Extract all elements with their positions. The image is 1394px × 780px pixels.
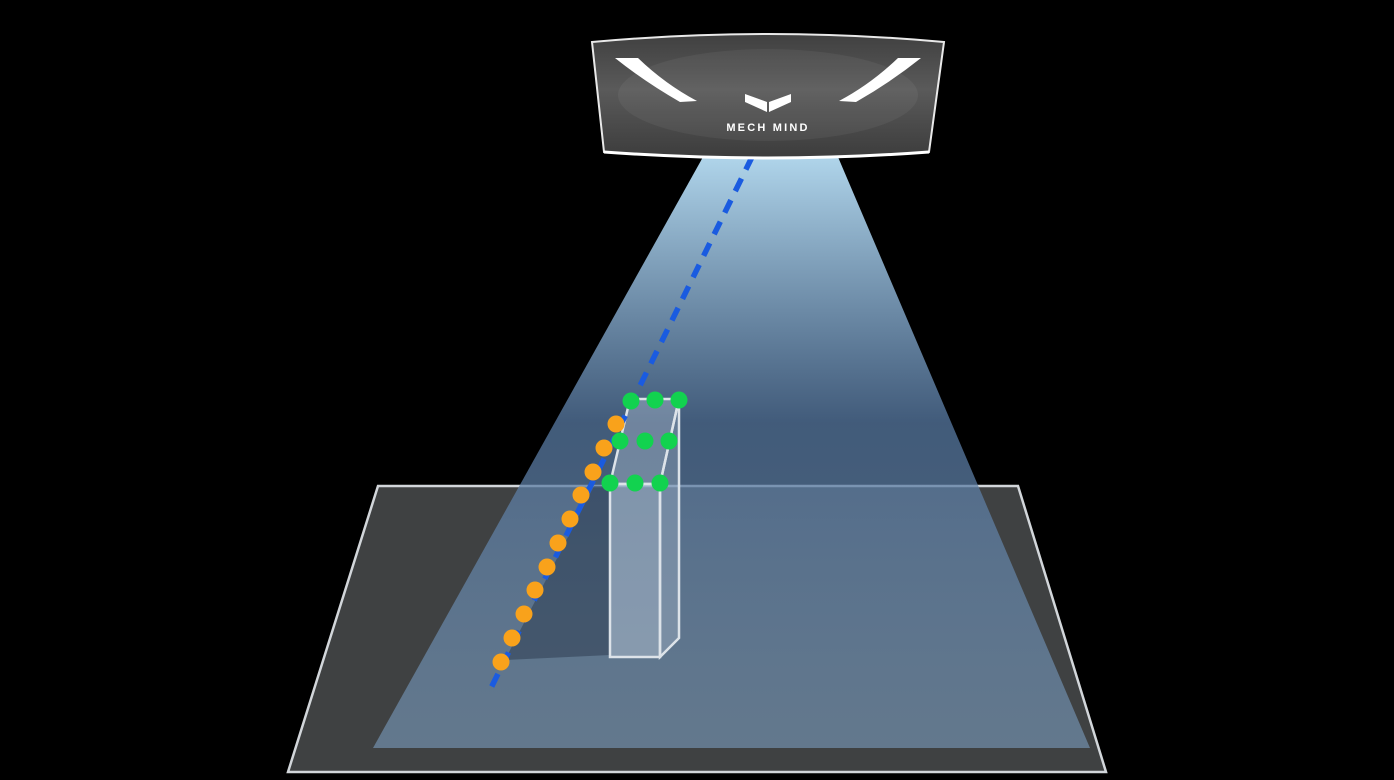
occluded-point-dot <box>549 534 567 552</box>
occluded-point-dot <box>538 558 556 576</box>
occluded-points-group <box>492 415 625 671</box>
valid-point-dot <box>636 432 654 450</box>
light-cone <box>373 157 1090 748</box>
occluded-point-dot <box>572 486 590 504</box>
box-front-face <box>608 482 662 659</box>
occluded-point-dot <box>492 653 510 671</box>
camera-left-lens-slit-icon <box>615 58 697 102</box>
camera-bottom-edge <box>603 150 930 160</box>
valid-point-dot <box>611 432 629 450</box>
camera-right-lens-slit-icon <box>839 58 921 102</box>
camera-logo-icon <box>745 94 791 112</box>
occluded-point-dot <box>503 629 521 647</box>
valid-point-dot <box>626 474 644 492</box>
occluded-point-dot <box>595 439 613 457</box>
valid-point-dot <box>670 391 688 409</box>
valid-point-dot <box>622 392 640 410</box>
occluded-point-dot <box>607 415 625 433</box>
valid-point-dot <box>660 432 678 450</box>
valid-points-group <box>601 391 688 492</box>
valid-point-dot <box>651 474 669 492</box>
occluded-point-dot <box>561 510 579 528</box>
valid-point-dot <box>601 474 619 492</box>
structured-light-camera: MECH MIND <box>590 33 946 160</box>
occluded-point-dot <box>584 463 602 481</box>
valid-point-dot <box>646 391 664 409</box>
camera-brand-text: MECH MIND <box>726 122 809 134</box>
occluded-point-dot <box>515 605 533 623</box>
occluded-point-dot <box>526 581 544 599</box>
camera-body-highlight <box>618 49 918 141</box>
